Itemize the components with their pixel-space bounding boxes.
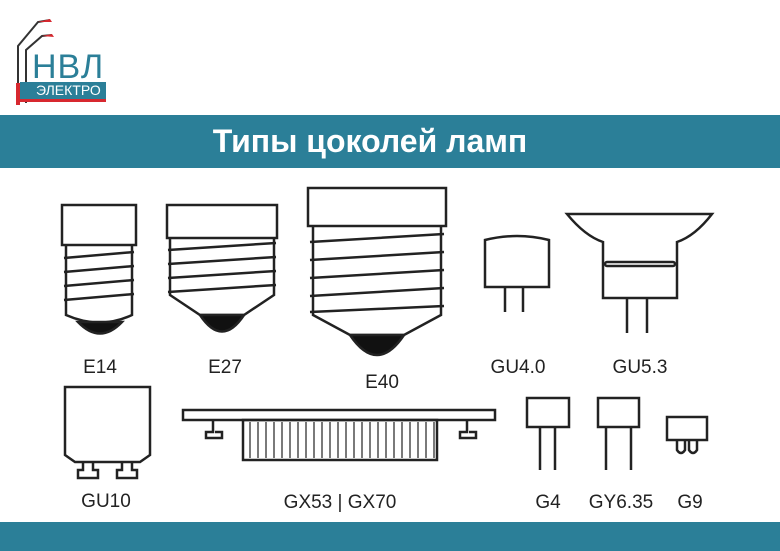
g4-base-icon [525,396,571,470]
gy635-label: GY6.35 [588,492,654,513]
logo-subtitle: ЭЛЕКТРО [36,82,101,98]
gx53-label: GX53 | GX70 [283,492,397,513]
footer-bar [0,522,780,551]
e14-base-icon [60,203,138,335]
e27-base-icon [165,203,279,333]
g9-label: G9 [677,492,703,513]
page-title: Типы цоколей ламп [212,123,528,159]
gy635-base-icon [596,396,641,470]
gx53-base-icon [181,408,497,462]
gu10-base-icon [63,385,152,480]
gu40-base-icon [483,234,551,312]
gu53-base-icon [564,212,715,333]
gu10-label: GU10 [81,491,131,512]
title-banner: Типы цоколей ламп [0,115,780,168]
logo-name: НВЛ [32,48,105,86]
e40-base-icon [306,186,448,357]
e40-label: E40 [365,372,399,393]
g4-label: G4 [535,492,561,513]
g9-base-icon [665,415,709,455]
e14-label: E14 [83,357,117,378]
e27-label: E27 [208,357,242,378]
logo: НВЛ ЭЛЕКТРО [10,8,120,108]
gu53-label: GU5.3 [612,357,668,378]
logo-lamp-icon [16,19,106,105]
gu40-label: GU4.0 [490,357,546,378]
